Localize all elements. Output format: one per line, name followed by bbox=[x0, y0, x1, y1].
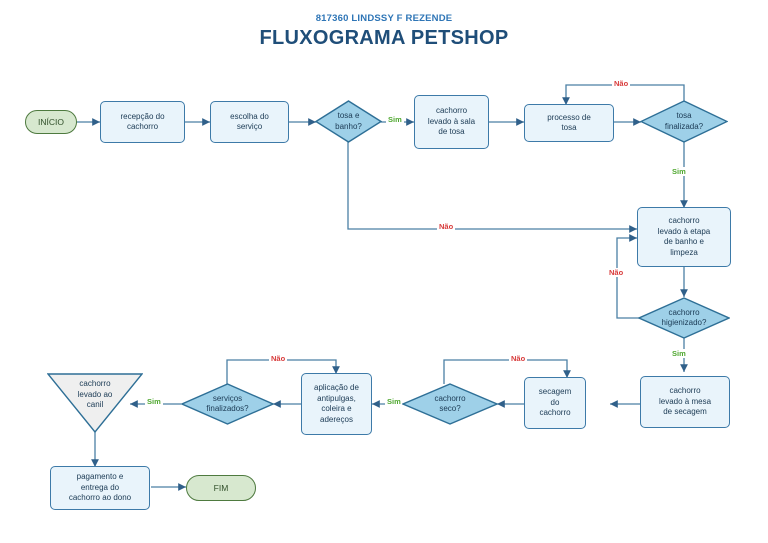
node-pagamento-label: pagamento e entrega do cachorro ao dono bbox=[68, 472, 132, 503]
diamond-shape bbox=[402, 383, 498, 425]
node-sala-tosa-label: cachorro levado à sala de tosa bbox=[427, 106, 476, 137]
edge-label-tosafinalizada-sim: Sim bbox=[670, 167, 688, 176]
node-tosa-finalizada-label: tosa finalizada? bbox=[664, 111, 704, 131]
node-inicio-label: INÍCIO bbox=[38, 116, 64, 127]
node-escolha-do-servico[interactable]: escolha do serviço bbox=[210, 101, 289, 143]
node-cachorro-higienizado-label: cachorro higienizado? bbox=[661, 307, 707, 328]
node-tosa-e-banho-label: tosa e banho? bbox=[335, 111, 362, 131]
edge-label-higienizado-sim: Sim bbox=[670, 349, 688, 358]
node-recepcao-label: recepção do cachorro bbox=[120, 111, 165, 132]
node-pagamento-e-entrega[interactable]: pagamento e entrega do cachorro ao dono bbox=[50, 466, 150, 510]
page-title: FLUXOGRAMA PETSHOP bbox=[259, 27, 509, 49]
node-cachorro-higienizado-decision[interactable]: cachorro higienizado? bbox=[638, 297, 730, 339]
node-processo-de-tosa[interactable]: processo de tosa bbox=[524, 104, 614, 142]
node-cachorro-levado-ao-canil[interactable]: cachorro levado ao canil bbox=[47, 373, 143, 433]
edge-label-higienizado-nao: Não bbox=[607, 268, 626, 277]
diamond-shape bbox=[640, 100, 728, 143]
node-mesa-de-secagem[interactable]: cachorro levado à mesa de secagem bbox=[640, 376, 730, 428]
node-tosa-finalizada-decision[interactable]: tosa finalizada? bbox=[640, 100, 728, 143]
diamond-shape bbox=[181, 383, 274, 425]
edge-label-servicos-nao: Não bbox=[269, 354, 288, 363]
node-tosa-e-banho-decision[interactable]: tosa e banho? bbox=[315, 100, 382, 143]
edge-label-tosabanho-sim: Sim bbox=[386, 115, 404, 124]
node-banho-e-limpeza[interactable]: cachorro levado à etapa de banho e limpe… bbox=[637, 207, 731, 267]
node-cachorro-seco-label: cachorro seco? bbox=[434, 393, 466, 414]
page-header: 817360 LINDSSY F REZENDE FLUXOGRAMA PETS… bbox=[0, 12, 768, 50]
node-secagem-label: secagem do cachorro bbox=[538, 387, 572, 418]
node-fim[interactable]: FIM bbox=[186, 475, 256, 501]
node-inicio[interactable]: INÍCIO bbox=[25, 110, 77, 134]
node-secagem-do-cachorro[interactable]: secagem do cachorro bbox=[524, 377, 586, 429]
diamond-shape bbox=[638, 297, 730, 339]
node-fim-label: FIM bbox=[213, 482, 229, 493]
node-banho-limpeza-label: cachorro levado à etapa de banho e limpe… bbox=[657, 216, 711, 257]
edge-label-servicos-sim: Sim bbox=[145, 397, 163, 406]
node-servicos-finalizados-decision[interactable]: serviços finalizados? bbox=[181, 383, 274, 425]
edge-tosabanho-nao bbox=[347, 141, 637, 233]
node-mesa-secagem-label: cachorro levado à mesa de secagem bbox=[658, 386, 712, 417]
edge-label-cachorroseco-sim: Sim bbox=[385, 397, 403, 406]
node-sala-de-tosa[interactable]: cachorro levado à sala de tosa bbox=[414, 95, 489, 149]
edge-label-tosabanho-nao: Não bbox=[437, 222, 456, 231]
node-cachorro-seco-decision[interactable]: cachorro seco? bbox=[402, 383, 498, 425]
author-line: 817360 LINDSSY F REZENDE bbox=[315, 13, 453, 24]
node-escolha-label: escolha do serviço bbox=[230, 111, 269, 132]
diamond-shape bbox=[315, 100, 382, 143]
node-aplicacao-label: aplicação de antipulgas, coleira e adere… bbox=[314, 383, 359, 424]
triangle-shape bbox=[47, 373, 143, 433]
node-servicos-finalizados-label: serviços finalizados? bbox=[206, 393, 249, 414]
node-canil-label: cachorro levado ao canil bbox=[77, 379, 113, 410]
edge-label-tosafinalizada-nao: Não bbox=[612, 79, 631, 88]
node-recepcao-do-cachorro[interactable]: recepção do cachorro bbox=[100, 101, 185, 143]
edge-label-cachorroseco-nao: Não bbox=[509, 354, 528, 363]
node-aplicacao-antipulgas[interactable]: aplicação de antipulgas, coleira e adere… bbox=[301, 373, 372, 435]
node-processo-tosa-label: processo de tosa bbox=[547, 112, 591, 133]
